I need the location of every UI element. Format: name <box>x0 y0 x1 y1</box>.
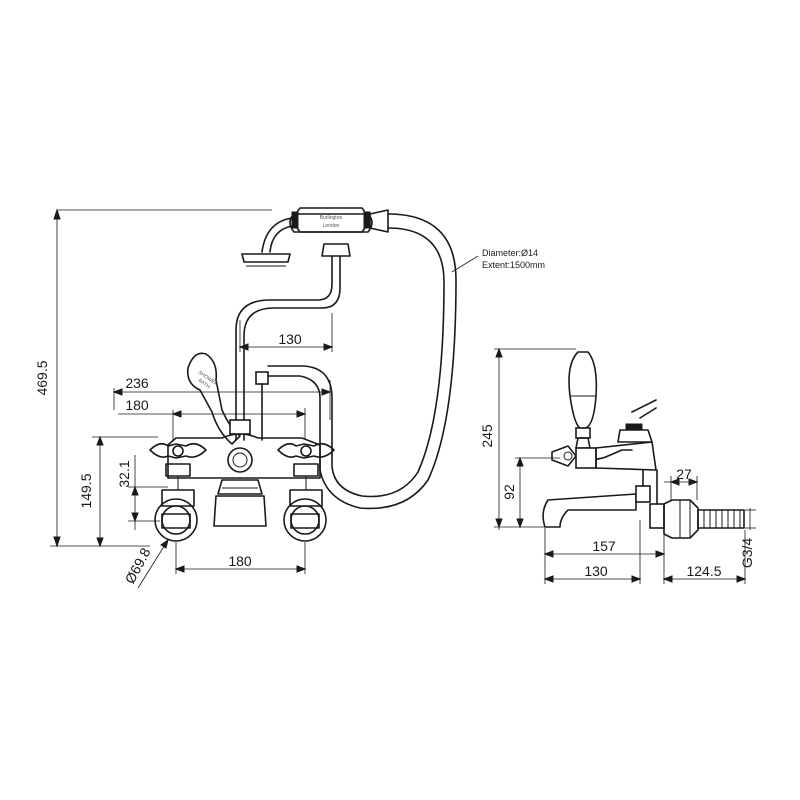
outlet-height-dimension: 149.5 <box>78 435 158 548</box>
nut-width-label: 27 <box>676 466 692 482</box>
spout-height-dimension: 92 <box>501 456 560 529</box>
hose-diameter-label: Diameter:Ø14 <box>482 248 538 258</box>
side-lever <box>568 351 633 461</box>
handset-brand-line2: London <box>323 223 340 229</box>
hose-extent-label: Extent:1500mm <box>482 260 545 270</box>
diverter-knob <box>227 447 253 473</box>
spout-height-label: 92 <box>501 484 517 500</box>
side-valve-body <box>595 399 657 471</box>
handset-brand-line1: Burlington <box>320 215 343 221</box>
thread-stub <box>697 509 745 529</box>
valve-height-label: 32.1 <box>116 460 132 487</box>
width-outer-dimension: 236 <box>112 375 332 420</box>
projection-dimension: 157 <box>543 528 666 584</box>
valve-height-dimension: 32.1 <box>116 455 168 530</box>
lever-height-dimension: 245 <box>479 347 576 530</box>
hot-handle <box>149 442 207 507</box>
lever-height-label: 245 <box>479 424 495 448</box>
width-inner-label: 180 <box>125 397 149 413</box>
handset: Burlington London <box>241 207 389 267</box>
thread-dimension: G3/4 <box>739 508 756 568</box>
wall-depth-dimension: 124.5 <box>662 530 747 584</box>
wall-depth-label: 124.5 <box>686 563 721 579</box>
centres-bottom-label: 180 <box>228 553 252 569</box>
side-connector <box>635 469 665 529</box>
left-wall-flange <box>154 498 198 542</box>
flange-diameter-label: Ø69.8 <box>122 545 154 586</box>
thread-label: G3/4 <box>739 538 755 569</box>
bath-spout <box>213 479 267 527</box>
cold-handle <box>277 442 335 507</box>
flange-diameter-dimension: Ø69.8 <box>122 538 169 589</box>
nut-width-dimension: 27 <box>664 466 699 500</box>
overall-height-dimension: 469.5 <box>34 208 272 548</box>
spout-reach-dimension: 130 <box>543 520 642 584</box>
overall-height-label: 469.5 <box>34 360 50 395</box>
shower-offset-label: 130 <box>278 331 302 347</box>
hose-note: Diameter:Ø14 Extent:1500mm <box>451 248 545 273</box>
shower-hose <box>267 213 457 510</box>
shower-offset-dimension: 130 <box>238 313 334 352</box>
wall-nut <box>663 499 699 539</box>
shower-riser <box>229 255 341 441</box>
side-cross-handle <box>551 445 597 469</box>
side-view: 245 92 27 157 <box>479 347 756 584</box>
width-inner-dimension: 180 <box>118 397 307 440</box>
spout-reach-label: 130 <box>584 563 608 579</box>
front-view: 469.5 149.5 32.1 236 <box>34 207 545 589</box>
right-wall-flange <box>283 498 327 542</box>
side-spout <box>542 493 637 528</box>
width-outer-label: 236 <box>125 375 149 391</box>
outlet-height-label: 149.5 <box>78 473 94 508</box>
projection-label: 157 <box>592 538 616 554</box>
centres-bottom-dimension: 180 <box>174 542 307 574</box>
